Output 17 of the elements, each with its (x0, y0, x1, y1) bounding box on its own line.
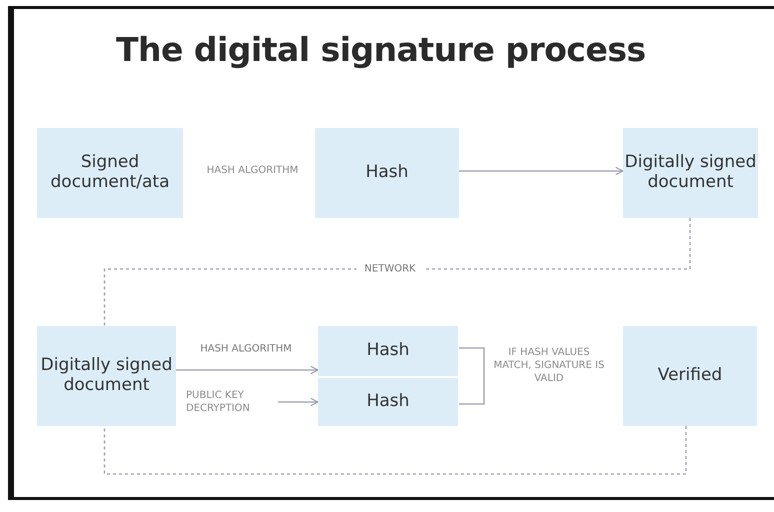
arrow (176, 366, 319, 374)
edge-label: NETWORK (356, 264, 424, 274)
arrow (459, 166, 624, 176)
step-label: PUBLIC KEY DECRYPTION (186, 387, 276, 417)
arrow (278, 398, 319, 406)
note: HASH ALGORITHM (206, 164, 300, 177)
dashed-connector (104, 218, 691, 326)
process-box: Digitally signed document (37, 326, 176, 426)
note: IF HASH VALUES MATCH, SIGNATURE IS VALID (492, 346, 606, 385)
process-box: Hash (315, 128, 459, 218)
process-box: Verified (623, 326, 757, 426)
process-box: Hash (318, 326, 458, 376)
process-box: Digitally signed document (623, 128, 758, 218)
process-box: Hash (318, 378, 458, 426)
process-box: Signed document/ata (37, 128, 183, 218)
dashed-connector (104, 426, 687, 475)
title: The digital signature process (116, 30, 646, 69)
